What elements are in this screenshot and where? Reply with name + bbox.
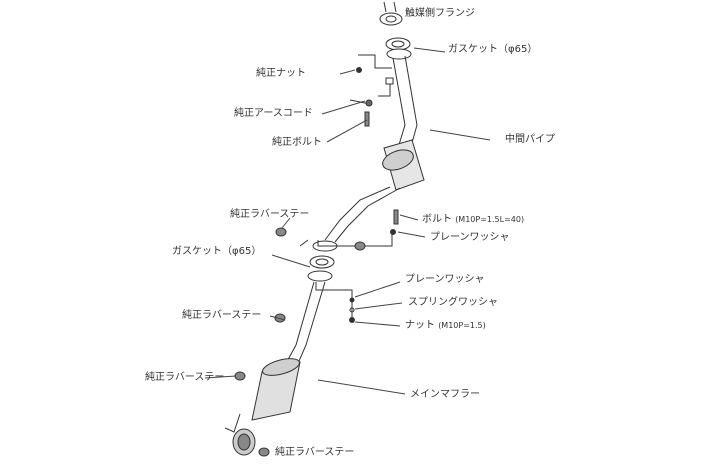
- label-nut: ナット (M10P=1.5): [405, 320, 486, 332]
- main-muffler: [224, 281, 326, 457]
- label-gasket-top: ガスケット（φ65）: [448, 44, 538, 55]
- hanger-bracket: [349, 54, 394, 127]
- label-spring-washer: スプリングワッシャ: [408, 297, 498, 308]
- label-oem-rubber-stay-1: 純正ラバーステー: [230, 209, 310, 220]
- label-plain-washer-2: プレーンワッシャ: [405, 274, 485, 285]
- label-oem-nut: 純正ナット: [256, 68, 306, 79]
- label-oem-rubber-stay-4: 純正ラバーステー: [275, 447, 355, 458]
- label-catalyst-flange: 触媒側フランジ: [405, 8, 475, 19]
- label-oem-bolt: 純正ボルト: [272, 137, 322, 148]
- nut-spec: (M10P=1.5): [438, 321, 486, 330]
- label-oem-ground-cord: 純正アースコード: [234, 108, 313, 119]
- bolt-name: ボルト: [422, 214, 452, 225]
- leader-lines: [204, 47, 491, 395]
- center-pipe: [324, 55, 425, 243]
- label-gasket-mid: ガスケット（φ65）: [172, 246, 262, 257]
- bolt-spec: (M10P=1.5L=40): [455, 215, 525, 224]
- nut-name: ナット: [405, 320, 435, 331]
- catalyst-flange: [379, 1, 403, 26]
- mid-flange-joint: [275, 209, 399, 323]
- label-main-muffler: メインマフラー: [410, 389, 480, 400]
- gasket-top: [385, 37, 412, 60]
- label-oem-rubber-stay-3: 純正ラバーステー: [145, 372, 225, 383]
- label-oem-rubber-stay-2: 純正ラバーステー: [182, 310, 262, 321]
- label-plain-washer-1: プレーンワッシャ: [430, 232, 510, 243]
- label-center-pipe: 中間パイプ: [505, 134, 555, 145]
- label-bolt: ボルト (M10P=1.5L=40): [422, 214, 524, 226]
